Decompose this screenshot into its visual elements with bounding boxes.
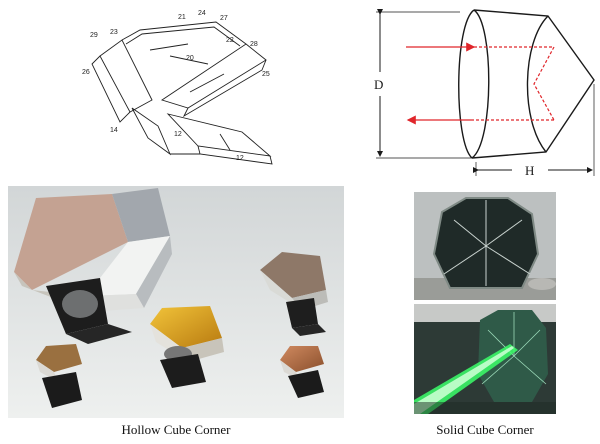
ref-27: 27 bbox=[220, 15, 228, 22]
hollow-cube-photo bbox=[8, 186, 344, 418]
solid-caption: Solid Cube Corner bbox=[436, 422, 534, 437]
cube-corner-outline bbox=[458, 9, 595, 159]
ref-22: 22 bbox=[226, 37, 234, 44]
ref-25: 25 bbox=[262, 71, 270, 78]
ref-29: 29 bbox=[90, 32, 98, 39]
solid-cube-photo-bottom-svg bbox=[414, 304, 556, 414]
ref-24: 24 bbox=[198, 10, 206, 17]
d-label: D bbox=[374, 77, 383, 92]
gold-hollow-corner bbox=[150, 306, 224, 388]
patent-drawing-svg: 21 24 27 29 23 20 22 28 26 25 14 12 12 bbox=[82, 10, 273, 165]
ref-12-right: 12 bbox=[236, 155, 244, 162]
d-dimension-line bbox=[376, 9, 472, 159]
ref-14: 14 bbox=[110, 127, 118, 134]
ref-20: 20 bbox=[186, 55, 194, 62]
medium-hollow-corner bbox=[260, 252, 328, 336]
ref-26: 26 bbox=[82, 69, 90, 76]
hollow-cube-photo-svg bbox=[8, 186, 344, 418]
beam-paths bbox=[406, 42, 556, 125]
small-hollow-corner-left bbox=[36, 344, 82, 408]
solid-cube-photo-bottom bbox=[414, 304, 556, 414]
hollow-caption: Hollow Cube Corner bbox=[121, 422, 231, 437]
large-hollow-corner bbox=[14, 188, 172, 344]
ref-28: 28 bbox=[250, 41, 258, 48]
ref-23: 23 bbox=[110, 29, 118, 36]
small-hollow-corner-right bbox=[280, 346, 324, 398]
h-label: H bbox=[525, 163, 534, 178]
dimension-diagram: D H bbox=[362, 2, 600, 178]
dimension-diagram-svg: D H bbox=[374, 9, 595, 178]
solid-cube-photo-top-svg bbox=[414, 192, 556, 300]
ref-12-center: 12 bbox=[174, 131, 182, 138]
ref-21: 21 bbox=[178, 14, 186, 21]
h-dimension-line bbox=[473, 84, 595, 176]
patent-drawing: 21 24 27 29 23 20 22 28 26 25 14 12 12 bbox=[70, 4, 290, 176]
solid-cube-photo-top bbox=[414, 192, 556, 300]
